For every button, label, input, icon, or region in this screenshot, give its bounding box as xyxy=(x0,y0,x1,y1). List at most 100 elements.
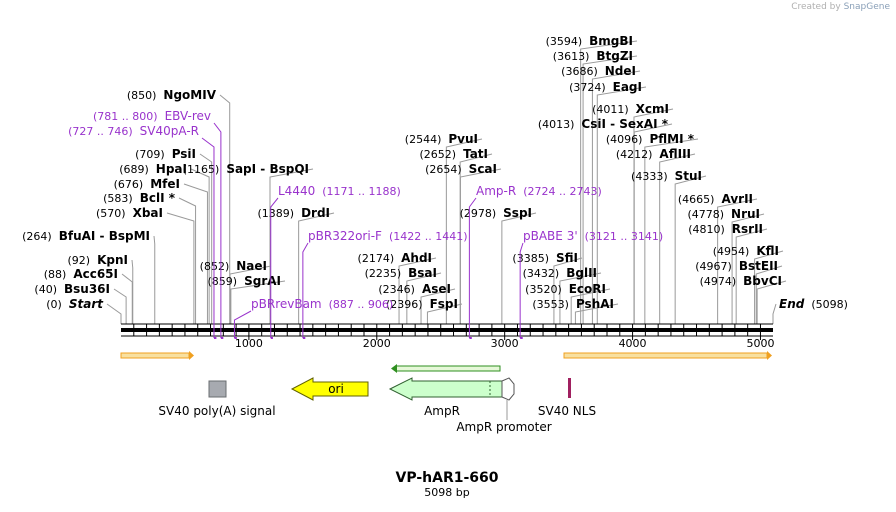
site-name[interactable]: EcoRI xyxy=(569,282,606,296)
site-leader-lines xyxy=(106,40,787,324)
site-name[interactable]: HpaI xyxy=(156,162,187,176)
site-name[interactable]: TatI xyxy=(463,147,488,161)
site-leader-line xyxy=(269,168,314,324)
site-position: (2174) xyxy=(358,252,395,265)
site-name[interactable]: AseI xyxy=(422,282,451,296)
site-position: (3520) xyxy=(525,283,562,296)
site-name[interactable]: BclI * xyxy=(140,191,176,205)
site-name[interactable]: AhdI xyxy=(401,251,432,265)
site-leader-line xyxy=(406,272,442,324)
site-name[interactable]: SgrAI xyxy=(244,274,281,288)
site-name[interactable]: PshAI xyxy=(576,297,614,311)
site-name[interactable]: BglII xyxy=(566,266,597,280)
site-name[interactable]: BsaI xyxy=(408,266,437,280)
site-name[interactable]: Bsu36I xyxy=(64,282,110,296)
primer-name[interactable]: Amp-R xyxy=(476,184,516,198)
site-position: (4954) xyxy=(713,245,750,258)
site-name[interactable]: ScaI xyxy=(469,162,497,176)
primer-range: (781 .. 800) xyxy=(93,110,158,123)
primer-leader-line xyxy=(519,242,524,338)
site-position: (2396) xyxy=(386,298,423,311)
site-name[interactable]: NruI xyxy=(731,207,760,221)
site-position: (859) xyxy=(208,275,238,288)
site-name[interactable]: Acc65I xyxy=(73,267,118,281)
site-leader-line xyxy=(674,175,707,324)
site-position: (4096) xyxy=(606,133,643,146)
site-leader-line xyxy=(756,280,787,324)
site-name[interactable]: PsiI xyxy=(172,147,196,161)
site-name[interactable]: NaeI xyxy=(236,259,267,273)
primer-name[interactable]: pBR322ori-F xyxy=(308,229,382,243)
sv40-polya-label: SV40 poly(A) signal xyxy=(158,404,275,418)
orf-left-bar xyxy=(120,352,190,359)
site-name[interactable]: EagI xyxy=(613,80,642,94)
site-name[interactable]: CsiI - SexAI * xyxy=(581,117,668,131)
features: SV40 poly(A) signal ori AmpR AmpR promot… xyxy=(158,377,596,434)
site-leader-line xyxy=(659,153,696,324)
site-name[interactable]: PvuI xyxy=(448,132,478,146)
site-name[interactable]: AflIII xyxy=(659,147,691,161)
ampr-label: AmpR xyxy=(424,404,460,418)
orf-middle-bar xyxy=(395,365,501,372)
dna-backbone xyxy=(121,323,773,337)
site-name[interactable]: NdeI xyxy=(605,64,636,78)
ruler-tick-label: 3000 xyxy=(491,337,519,350)
backbone-bar xyxy=(121,328,773,332)
site-leader-line xyxy=(298,212,335,324)
site-name[interactable]: BstEII xyxy=(739,259,778,273)
snapgene-credit: Created by SnapGene xyxy=(791,2,890,12)
site-name[interactable]: KpnI xyxy=(97,253,128,267)
site-name[interactable]: XbaI xyxy=(133,206,163,220)
site-name[interactable]: DrdI xyxy=(301,206,330,220)
site-name[interactable]: BmgBI xyxy=(589,34,633,48)
primer-name[interactable]: L4440 xyxy=(278,184,315,198)
site-position: (4810) xyxy=(688,223,725,236)
credit-brand: SnapGene xyxy=(843,2,890,12)
site-labels: Bsu36I(40)Acc65I(88)KpnI(92)BfuAI - BspM… xyxy=(22,34,848,311)
site-name[interactable]: SapI - BspQI xyxy=(226,162,309,176)
site-name[interactable]: BbvCI xyxy=(743,274,782,288)
primer-name[interactable]: EBV-rev xyxy=(165,109,211,123)
site-name[interactable]: XcmI xyxy=(636,102,669,116)
site-name[interactable]: SspI xyxy=(503,206,532,220)
site-name[interactable]: KflI xyxy=(756,244,779,258)
primer-leader-line xyxy=(213,122,222,338)
site-leader-line xyxy=(754,250,784,324)
site-name[interactable]: StuI xyxy=(675,169,702,183)
primer-name[interactable]: SV40pA-R xyxy=(140,124,199,138)
site-position: (676) xyxy=(114,178,144,191)
site-name[interactable]: FspI xyxy=(430,297,458,311)
site-position: (1389) xyxy=(257,207,294,220)
site-position: (92) xyxy=(68,254,91,267)
site-position: (583) xyxy=(103,192,133,205)
site-leader-line xyxy=(131,259,134,324)
primer-name[interactable]: pBABE 3' xyxy=(523,229,578,243)
primer-name[interactable]: pBRrevBam xyxy=(251,297,322,311)
site-name[interactable]: RsrII xyxy=(732,222,763,236)
site-position: (4212) xyxy=(616,148,653,161)
site-position: (2978) xyxy=(460,207,497,220)
map-length: 5098 bp xyxy=(424,486,469,499)
site-name[interactable]: PflMI * xyxy=(649,132,694,146)
site-position: (3385) xyxy=(512,252,549,265)
site-name[interactable]: AvrII xyxy=(721,192,753,206)
site-leader-line xyxy=(199,153,213,324)
site-position: (2544) xyxy=(405,133,442,146)
site-leader-line xyxy=(731,213,765,324)
site-name[interactable]: BtgZI xyxy=(596,49,633,63)
ori-feature xyxy=(290,377,369,401)
site-leader-line xyxy=(178,197,197,324)
site-name[interactable]: SfiI xyxy=(556,251,578,265)
primer-range: (1171 .. 1188) xyxy=(322,185,401,198)
site-name[interactable]: MfeI xyxy=(150,177,180,191)
site-name[interactable]: BfuAI - BspMI xyxy=(59,229,150,243)
site-name[interactable]: NgoMIV xyxy=(163,88,216,102)
ruler-tick-label: 5000 xyxy=(746,337,774,350)
site-position: (4974) xyxy=(700,275,737,288)
primer-range: (3121 .. 3141) xyxy=(585,230,664,243)
site-leader-line xyxy=(183,183,208,324)
site-position: (709) xyxy=(135,148,165,161)
primer-leader-line xyxy=(468,197,477,338)
